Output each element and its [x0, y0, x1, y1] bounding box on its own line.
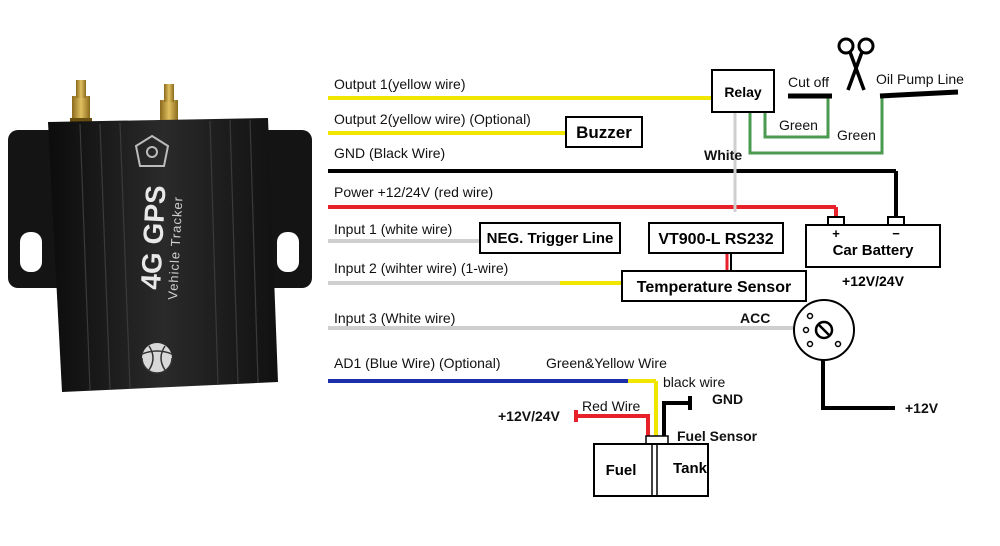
neg-trigger-label: NEG. Trigger Line	[487, 230, 614, 247]
fuel-sensor-head	[645, 435, 669, 445]
device-title: 4G GPS	[135, 185, 171, 291]
device-subtitle: Vehicle Tracker	[165, 196, 185, 301]
wire-acc-12v	[821, 358, 895, 410]
label-oil-pump-line: Oil Pump Line	[876, 71, 964, 87]
device-ribs	[79, 119, 259, 391]
temperature-sensor-label: Temperature Sensor	[637, 279, 791, 296]
battery-plus-label: +	[832, 226, 840, 241]
label-acc-voltage: +12V	[905, 400, 939, 416]
label-input2: Input 2 (wihter wire) (1-wire)	[334, 260, 508, 276]
battery-minus-terminal	[887, 216, 905, 226]
fuel-tank: Fuel Tank	[593, 435, 709, 497]
label-input3: Input 3 (White wire)	[334, 310, 455, 326]
vt900-label: VT900-L RS232	[658, 231, 773, 248]
tank-label: Tank	[673, 460, 708, 477]
battery-plus-terminal	[827, 216, 845, 226]
label-gnd: GND (Black Wire)	[334, 145, 445, 161]
wire-oil-pump	[879, 89, 959, 99]
label-ad1: AD1 (Blue Wire) (Optional)	[334, 355, 501, 371]
device-body	[48, 118, 278, 392]
label-green-2: Green	[837, 127, 876, 143]
mount-hole-right	[277, 232, 299, 272]
label-black-wire: black wire	[663, 374, 725, 390]
fuel-sensor-label: Fuel Sensor	[677, 428, 758, 444]
mount-hole-left	[20, 232, 42, 272]
buzzer-box: Buzzer	[565, 116, 643, 148]
scissors-icon	[837, 37, 875, 91]
buzzer-label: Buzzer	[576, 123, 632, 142]
wire-green-1	[763, 96, 830, 139]
label-input1: Input 1 (white wire)	[334, 221, 452, 237]
label-gnd-short: GND	[712, 391, 743, 407]
label-output1: Output 1(yellow wire)	[334, 76, 466, 92]
label-output2: Output 2(yellow wire) (Optional)	[334, 111, 531, 127]
label-green-1: Green	[779, 117, 818, 133]
label-fuel-voltage: +12V/24V	[498, 408, 561, 424]
antenna-connector-left	[70, 80, 92, 124]
neg-trigger-box: NEG. Trigger Line	[479, 222, 621, 254]
wire-fuel-red	[576, 414, 650, 436]
label-white: White	[704, 147, 742, 163]
battery-minus-label: −	[892, 226, 900, 241]
wire-green-2	[748, 96, 884, 155]
car-battery-label: Car Battery	[833, 242, 915, 259]
relay-label: Relay	[724, 84, 762, 100]
globe-icon	[141, 343, 173, 374]
fuel-label: Fuel	[606, 462, 637, 479]
relay-box: Relay	[711, 69, 775, 113]
ignition-switch-icon	[793, 299, 855, 361]
wires	[328, 89, 959, 436]
label-green-yellow-wire: Green&Yellow Wire	[546, 355, 667, 371]
car-battery-box: + − Car Battery +12V/24V	[805, 216, 941, 289]
gps-tracker-device: 4G GPS Vehicle Tracker	[8, 80, 312, 392]
label-cut-off: Cut off	[788, 74, 829, 90]
brand-logo-icon	[134, 134, 170, 167]
battery-voltage-label: +12V/24V	[842, 273, 905, 289]
vt900-box: VT900-L RS232	[648, 222, 784, 254]
temperature-sensor-box: Temperature Sensor	[621, 270, 807, 302]
wire-fuel-black	[662, 401, 690, 436]
label-red-wire: Red Wire	[582, 398, 641, 414]
label-power: Power +12/24V (red wire)	[334, 184, 493, 200]
label-acc: ACC	[740, 310, 770, 326]
